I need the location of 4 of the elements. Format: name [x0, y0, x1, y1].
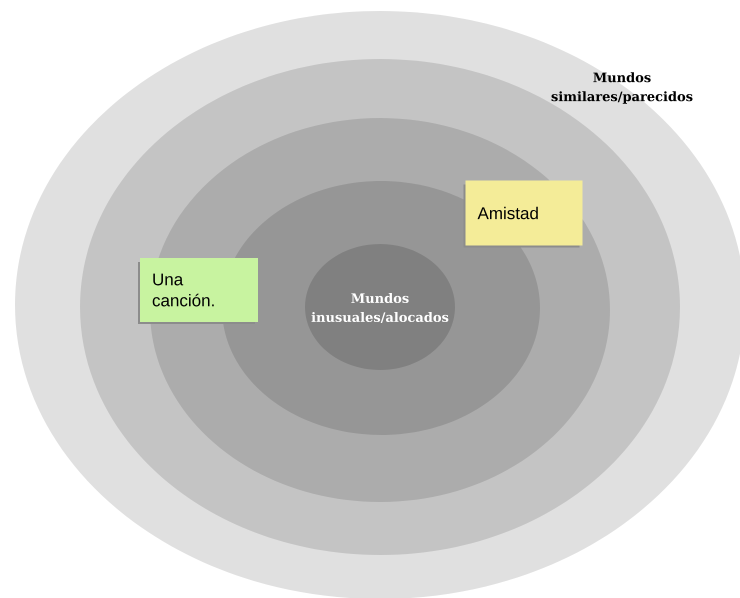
ring-label: Mundos similares/parecidos: [552, 72, 692, 104]
sticky-note: Una canción.: [138, 258, 258, 324]
ring-label: Mundos inusuales/alocados: [312, 292, 448, 324]
sticky-note: Amistad: [464, 180, 582, 248]
